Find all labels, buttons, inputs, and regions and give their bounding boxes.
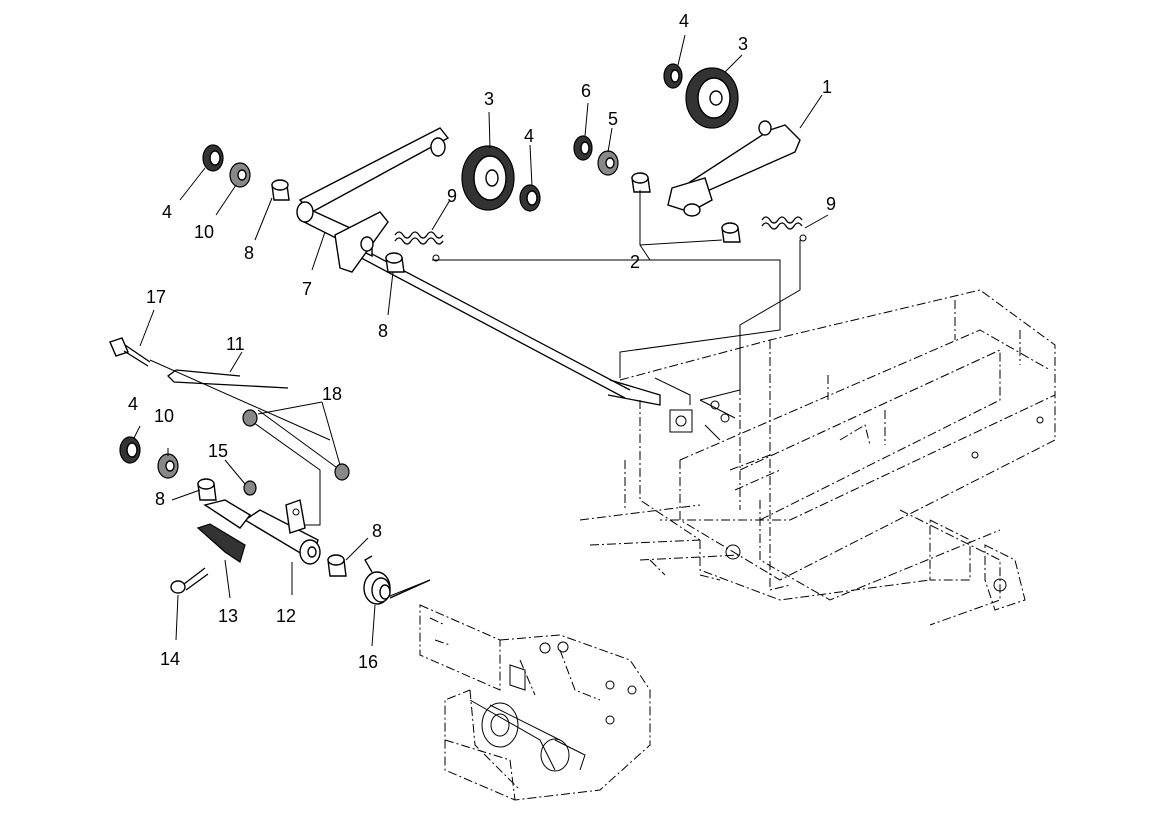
callout-labels: 1 2 3 3 4 4 4 4 5 6 7 8 8 8 8 9 9 10 10 … (128, 11, 836, 672)
callout-3: 3 (484, 89, 494, 109)
part-7-arm-left (296, 127, 450, 273)
part-13-clip (196, 499, 252, 563)
callout-4: 4 (524, 126, 534, 146)
callout-6: 6 (581, 81, 591, 101)
part-17-bolt (109, 337, 151, 367)
hardware (119, 63, 741, 577)
part-16-torsion-spring (363, 555, 431, 605)
callout-4: 4 (679, 11, 689, 31)
callout-4: 4 (162, 202, 172, 222)
callout-12: 12 (276, 606, 296, 626)
callout-8: 8 (155, 489, 165, 509)
part-14-screw (170, 567, 209, 594)
callout-18: 18 (322, 384, 342, 404)
callout-8: 8 (372, 521, 382, 541)
callout-7: 7 (302, 279, 312, 299)
callout-15: 15 (208, 441, 228, 461)
spring-9-left (394, 231, 444, 262)
callout-4: 4 (128, 394, 138, 414)
callout-9: 9 (826, 194, 836, 214)
callout-13: 13 (218, 606, 238, 626)
rod (349, 244, 736, 441)
callout-8: 8 (378, 321, 388, 341)
callout-leaders (133, 34, 829, 647)
callout-11: 11 (226, 334, 245, 354)
callout-14: 14 (160, 649, 180, 669)
part-11-wire (167, 369, 289, 389)
callout-9: 9 (447, 186, 457, 206)
callout-17: 17 (146, 287, 166, 307)
callout-10: 10 (154, 406, 174, 426)
callout-3: 3 (738, 34, 748, 54)
frame-phantom (579, 289, 1056, 626)
pulley-3-right (685, 67, 739, 129)
part-1-arm-right (667, 120, 801, 217)
part-12-lower-arm (243, 499, 321, 565)
callout-5: 5 (608, 109, 618, 129)
callout-10: 10 (194, 222, 214, 242)
callout-16: 16 (358, 652, 378, 672)
pulley-3-left (461, 145, 515, 211)
spring-9-right (761, 216, 807, 242)
callout-2: 2 (630, 252, 640, 272)
callout-1: 1 (822, 77, 832, 97)
callout-8: 8 (244, 243, 254, 263)
lower-bracket-phantom (419, 604, 651, 801)
